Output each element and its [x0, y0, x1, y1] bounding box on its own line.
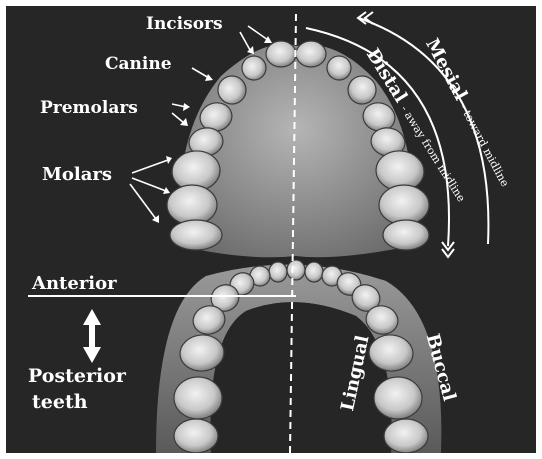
- anterior-label: Anterior: [32, 275, 117, 293]
- molars-label: Molars: [42, 166, 112, 184]
- lower-tooth: [305, 262, 323, 282]
- upper-tooth: [266, 41, 296, 67]
- posterior-arrow: [83, 309, 101, 363]
- lower-tooth: [174, 419, 218, 453]
- upper-tooth: [167, 185, 217, 225]
- upper-tooth: [170, 220, 222, 250]
- upper-tooth: [383, 220, 429, 250]
- dental-diagram: Incisors Canine Premolars Molars Anterio…: [6, 6, 536, 453]
- posterior-label-line1: Posterior: [28, 367, 126, 386]
- lower-tooth: [287, 260, 305, 280]
- upper-tooth: [296, 41, 326, 67]
- lower-tooth: [384, 419, 428, 453]
- lower-tooth: [374, 377, 422, 419]
- posterior-label-line2: teeth: [32, 393, 88, 412]
- canine-label: Canine: [105, 56, 172, 73]
- premolars-label: Premolars: [40, 100, 138, 117]
- lower-tooth: [174, 377, 222, 419]
- lower-tooth: [269, 262, 287, 282]
- upper-tooth: [379, 185, 429, 225]
- incisors-label: Incisors: [146, 16, 223, 33]
